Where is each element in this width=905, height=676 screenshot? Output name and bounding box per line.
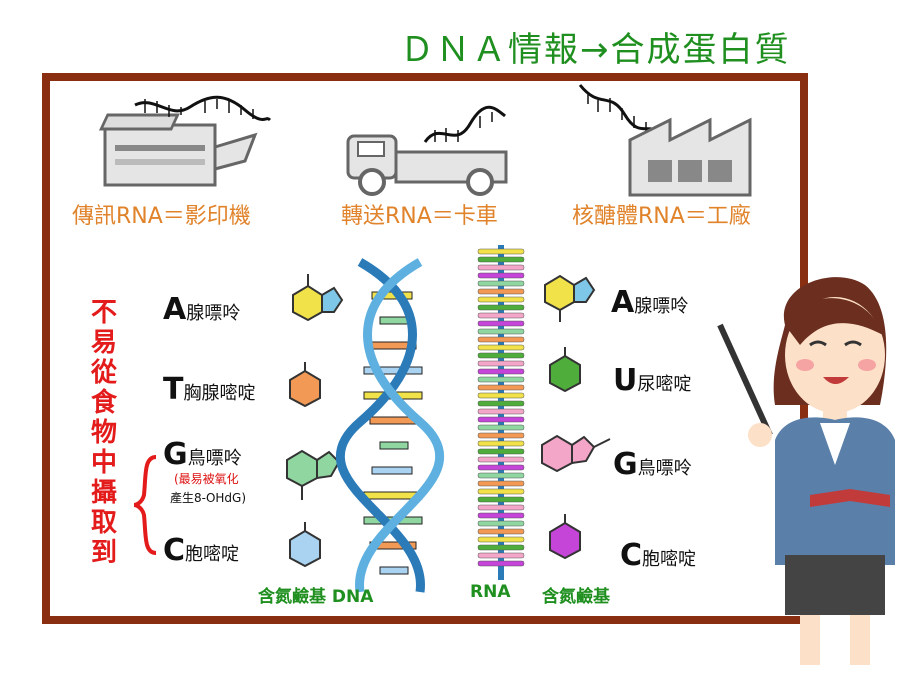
base-name: 鳥嘌呤: [187, 448, 242, 469]
rna-strand-icon: [477, 245, 525, 580]
rna-rung: [477, 312, 525, 319]
dna-base-t: T胸腺嘧啶: [163, 372, 255, 407]
rna-rung: [477, 272, 525, 279]
rna-rung: [477, 360, 525, 367]
base-name: 鳥嘌呤: [637, 458, 692, 479]
rna-rung: [477, 472, 525, 479]
role-transfer-rna: 轉送RNA＝卡車: [341, 204, 498, 229]
rna-rung: [477, 384, 525, 391]
rna-rung: [477, 528, 525, 535]
warning-char: 中: [90, 448, 117, 478]
rna-rung: [477, 560, 525, 567]
rna-rung: [477, 424, 525, 431]
truck-icon: [346, 105, 508, 196]
base-letter: A: [611, 285, 635, 320]
warning-char: 不: [90, 298, 117, 328]
rna-rung: [477, 328, 525, 335]
rna-rung: [477, 280, 525, 287]
rna-rung: [477, 432, 525, 439]
base-letter: T: [163, 372, 184, 407]
base-letter: C: [620, 538, 643, 573]
oxidation-note-line1: (最易被氧化: [174, 472, 239, 486]
brace-icon: [133, 455, 157, 555]
rna-rung: [477, 496, 525, 503]
rna-rung: [477, 448, 525, 455]
warning-char: 物: [90, 418, 117, 448]
rna-rung: [477, 520, 525, 527]
base-name: 尿嘧啶: [637, 374, 692, 395]
adenine-rna-molecule-icon: [544, 274, 596, 322]
rna-base-c: C胞嘧啶: [620, 538, 696, 573]
rna-rung: [477, 296, 525, 303]
rna-rung: [477, 456, 525, 463]
base-name: 胞嘧啶: [185, 544, 240, 565]
rna-rung: [477, 504, 525, 511]
warning-text: 不 易 從 食 物 中 攝 取 到: [88, 298, 120, 568]
base-letter: C: [163, 533, 186, 568]
rna-rung: [477, 248, 525, 255]
oxidation-note-line2: 產生8-OHdG): [170, 491, 247, 505]
rna-rung: [477, 368, 525, 375]
cytosine-rna-molecule-icon: [549, 514, 581, 560]
dna-helix-icon: [335, 258, 445, 593]
rna-rung: [477, 440, 525, 447]
copier-icon: [98, 95, 272, 187]
adenine-molecule-icon: [292, 274, 344, 322]
caption-dna: 含氮鹼基 DNA: [258, 587, 374, 607]
uracil-molecule-icon: [549, 347, 581, 393]
role-ribosome-rna: 核醣體RNA＝工廠: [572, 204, 751, 229]
rna-rung: [477, 480, 525, 487]
caption-rna: RNA: [470, 582, 511, 602]
warning-char: 食: [90, 388, 117, 418]
base-name: 腺嘌呤: [634, 296, 689, 317]
rna-rung: [477, 552, 525, 559]
warning-char: 易: [90, 328, 117, 358]
rna-base-u: U尿嘧啶: [613, 363, 691, 398]
base-letter: A: [163, 292, 187, 327]
cytosine-molecule-icon: [289, 522, 321, 568]
rna-rung: [477, 464, 525, 471]
role-messenger-rna: 傳訊RNA＝影印機: [72, 204, 251, 229]
rna-rung: [477, 352, 525, 359]
base-name: 胞嘧啶: [642, 549, 697, 570]
guanine-rna-molecule-icon: [541, 434, 611, 473]
base-name: 腺嘌呤: [186, 303, 241, 324]
rna-rung: [477, 304, 525, 311]
rna-rung: [477, 320, 525, 327]
rna-rung: [477, 416, 525, 423]
teacher-illustration: [717, 277, 895, 665]
rna-rung: [477, 536, 525, 543]
page-title: ＤＮＡ情報→合成蛋白質: [400, 30, 791, 70]
rna-rung: [477, 288, 525, 295]
caption-rna-bases: 含氮鹼基: [542, 587, 610, 607]
rna-rung: [477, 544, 525, 551]
warning-char: 取: [90, 508, 117, 538]
rna-base-g: G鳥嘌呤: [613, 447, 692, 482]
rna-rung: [477, 336, 525, 343]
dna-base-g: G鳥嘌呤: [163, 437, 242, 472]
thymine-molecule-icon: [289, 362, 321, 408]
rna-rung: [477, 488, 525, 495]
rna-rung: [477, 408, 525, 415]
rna-rung: [477, 256, 525, 263]
dna-base-c: C胞嘧啶: [163, 533, 239, 568]
warning-char: 從: [90, 358, 117, 388]
dna-base-a: A腺嘌呤: [163, 292, 240, 327]
factory-icon: [578, 84, 752, 197]
guanine-molecule-icon: [286, 449, 341, 500]
base-letter: U: [613, 363, 638, 398]
rna-rung: [477, 264, 525, 271]
warning-char: 到: [90, 538, 117, 568]
base-letter: G: [613, 447, 638, 482]
base-letter: G: [163, 437, 188, 472]
warning-char: 攝: [90, 478, 117, 508]
rna-rung: [477, 400, 525, 407]
rna-rung: [477, 392, 525, 399]
rna-rung: [477, 512, 525, 519]
base-name: 胸腺嘧啶: [183, 383, 256, 404]
rna-rung: [477, 376, 525, 383]
rna-rung: [477, 344, 525, 351]
rna-base-a: A腺嘌呤: [611, 285, 688, 320]
